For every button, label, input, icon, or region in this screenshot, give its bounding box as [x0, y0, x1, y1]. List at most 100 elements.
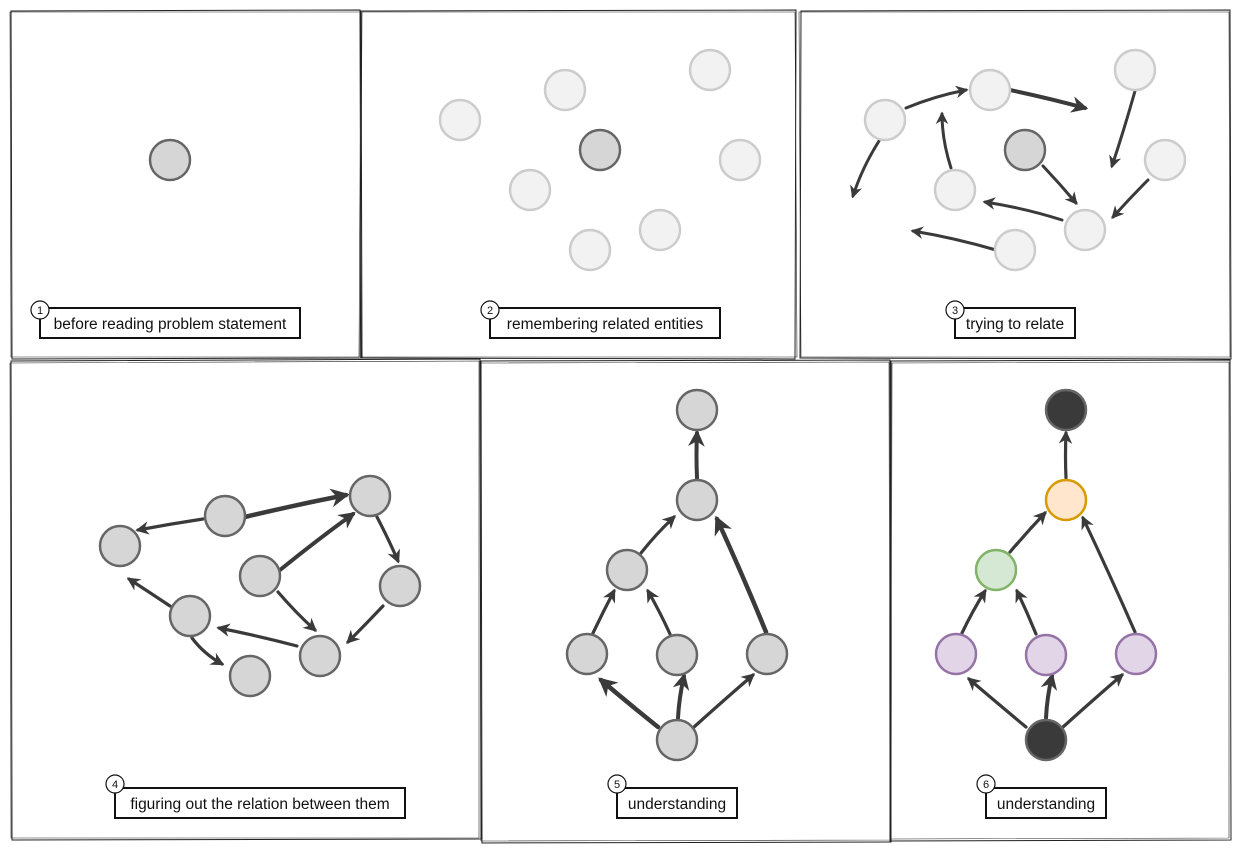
arrow: [687, 429, 705, 480]
node-orange: [1044, 478, 1088, 522]
node: [638, 208, 682, 252]
panel-3-caption: trying to relate 3: [945, 300, 1076, 339]
panel-number-badge: [105, 774, 125, 794]
arrow: [639, 515, 676, 555]
arrow: [1040, 672, 1058, 720]
caption-text: trying to relate: [966, 316, 1064, 333]
caption-box: [985, 787, 1107, 819]
caption-box: [489, 307, 721, 339]
arrow: [850, 139, 881, 199]
arrow: [935, 111, 953, 170]
panel-5-frame: [480, 359, 892, 844]
panel-number: 1: [37, 305, 43, 317]
node: [228, 654, 272, 698]
arrow: [646, 588, 672, 636]
node: [578, 128, 622, 172]
caption-text: remembering related entities: [507, 316, 704, 333]
arrow: [242, 488, 350, 520]
panel-6-arrows: [960, 430, 1137, 729]
node-purple: [934, 632, 978, 676]
panel-3-frame: [799, 9, 1232, 360]
panel-6-caption: understanding 6: [976, 774, 1107, 819]
panel-5: [565, 388, 789, 762]
panel-number: 3: [952, 305, 958, 317]
caption-text: figuring out the relation between them: [130, 796, 389, 813]
arrow: [1109, 89, 1137, 169]
arrow: [960, 588, 987, 635]
arrow: [910, 226, 998, 252]
panel-6-frame: [889, 359, 1232, 842]
node: [298, 634, 342, 678]
node: [688, 48, 732, 92]
panel-frames: [9, 9, 1232, 844]
arrow: [714, 515, 769, 635]
panel-number-badge: [976, 774, 996, 794]
panel-2: [438, 48, 762, 272]
node: [675, 388, 719, 432]
node: [98, 524, 142, 568]
node: [568, 228, 612, 272]
panel-1-frame: [10, 9, 362, 360]
node-dark: [1044, 388, 1088, 432]
panel-1-caption: before reading problem statement 1: [30, 300, 301, 339]
caption-text: understanding: [628, 796, 726, 813]
panel-5-arrows: [591, 429, 769, 730]
arrow: [598, 677, 661, 730]
node-dark: [1024, 718, 1068, 762]
panel-number: 2: [487, 305, 493, 317]
panel-number-badge: [30, 300, 50, 320]
node: [745, 632, 789, 676]
arrow: [375, 515, 400, 564]
caption-box: [114, 787, 406, 819]
node: [718, 138, 762, 182]
node-purple: [1024, 633, 1068, 677]
panel-2-caption: remembering related entities 2: [480, 300, 721, 339]
caption-text: understanding: [997, 796, 1095, 813]
panel-4: [98, 474, 422, 698]
arrow: [135, 517, 205, 535]
arrow: [904, 85, 969, 110]
node: [168, 594, 212, 638]
arrow: [982, 197, 1064, 222]
node: [1003, 128, 1047, 172]
node: [655, 633, 699, 677]
arrow: [278, 512, 356, 572]
caption-box: [39, 307, 301, 339]
panel-3: [850, 48, 1187, 272]
panel-6: [934, 388, 1158, 762]
node-purple: [1114, 632, 1158, 676]
arrow: [1058, 430, 1073, 480]
node: [993, 228, 1037, 272]
node: [238, 554, 282, 598]
node: [933, 168, 977, 212]
arrow: [190, 636, 225, 666]
arrow: [1081, 515, 1137, 634]
panel-number-badge: [480, 300, 500, 320]
node: [968, 68, 1012, 112]
node: [1063, 208, 1107, 252]
arrow: [966, 677, 1028, 729]
panel-number-badge: [945, 300, 965, 320]
node: [565, 632, 609, 676]
node: [508, 168, 552, 212]
caption-text: before reading problem statement: [54, 316, 287, 333]
node: [1113, 48, 1157, 92]
panel-3-arrows: [850, 85, 1150, 252]
node-green: [974, 548, 1018, 592]
arrow: [692, 673, 756, 729]
panel-number-badge: [607, 774, 627, 794]
node: [148, 138, 192, 182]
panel-number: 5: [614, 779, 620, 791]
node: [378, 564, 422, 608]
node: [675, 478, 719, 522]
arrow: [672, 672, 690, 720]
arrow: [276, 590, 318, 632]
panel-number: 4: [112, 779, 118, 791]
node: [438, 98, 482, 142]
arrow: [1041, 164, 1078, 205]
node: [863, 98, 907, 142]
arrow: [126, 577, 172, 608]
node: [543, 68, 587, 112]
panel-number: 6: [983, 779, 989, 791]
